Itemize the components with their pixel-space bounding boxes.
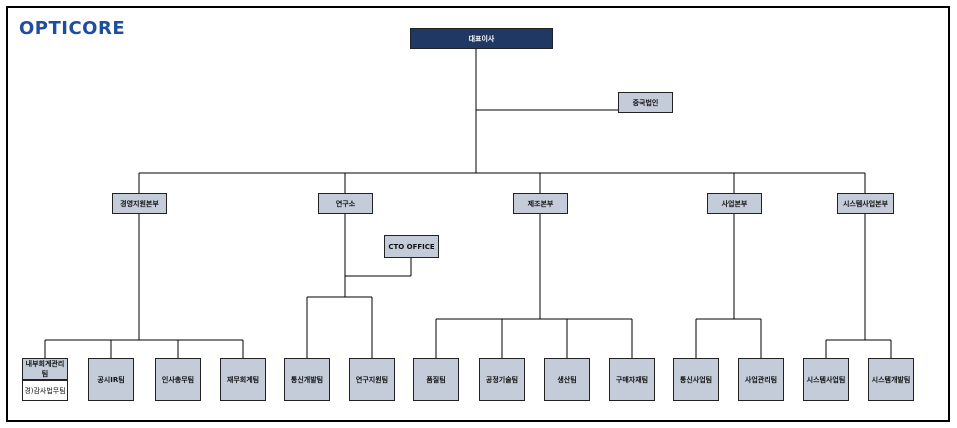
team-box[interactable]: 생산팀	[544, 358, 590, 401]
team-box[interactable]: 구매자재팀	[609, 358, 655, 401]
china-corp-box[interactable]: 중국법인	[618, 92, 673, 113]
opticore-logo: OPTICORE	[19, 18, 126, 39]
cto-office-box[interactable]: CTO OFFICE	[384, 235, 439, 258]
team-box[interactable]: 공정기술팀	[479, 358, 525, 401]
division-box[interactable]: 연구소	[318, 193, 373, 214]
division-box[interactable]: 경영지원본부	[112, 193, 167, 214]
team-box[interactable]: 연구지원팀	[349, 358, 395, 401]
team-box[interactable]: 통신사업팀	[673, 358, 719, 401]
team-box[interactable]: 재무회계팀	[220, 358, 266, 401]
team-box[interactable]: 통신개발팀	[284, 358, 330, 401]
chart-frame	[6, 6, 950, 422]
team-box[interactable]: 인사총무팀	[155, 358, 201, 401]
team-box[interactable]: 품질팀	[413, 358, 459, 401]
team-box[interactable]: 시스템개발팀	[868, 358, 914, 401]
ceo-box[interactable]: 대표이사	[410, 28, 553, 49]
division-box[interactable]: 사업본부	[707, 193, 762, 214]
team-box[interactable]: 사업관리팀	[738, 358, 784, 401]
division-box[interactable]: 시스템사업본부	[837, 193, 894, 214]
team-box[interactable]: 공시IR팀	[88, 358, 134, 401]
team-box[interactable]: 시스템사업팀	[803, 358, 849, 401]
division-box[interactable]: 제조본부	[513, 193, 568, 214]
sub-team-box[interactable]: 경)감사법무팀	[22, 380, 68, 401]
team-box[interactable]: 내부회계관리팀	[22, 358, 68, 380]
